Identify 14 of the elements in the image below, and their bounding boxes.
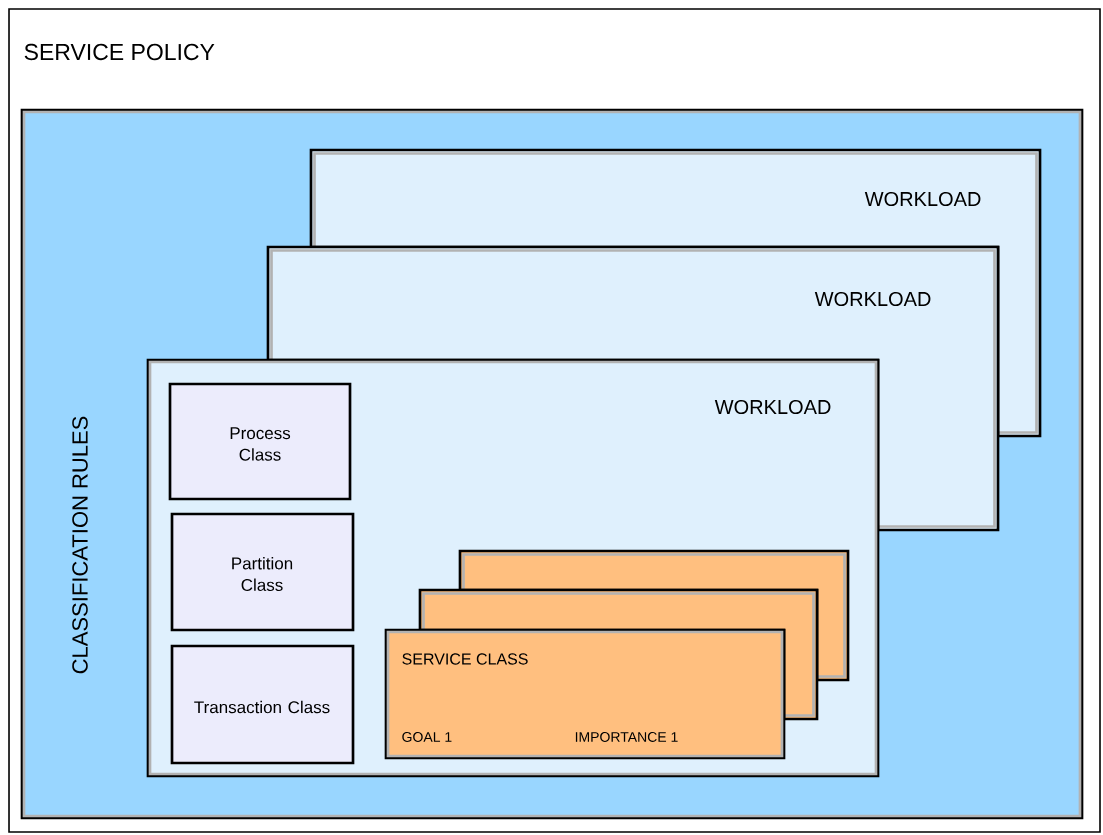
class-box xyxy=(170,644,355,765)
class-box xyxy=(170,512,355,632)
box-label: Partition Class xyxy=(232,557,293,591)
card-title: SERVICE CLASS xyxy=(402,653,528,665)
goal-label: GOAL 1 xyxy=(402,732,452,742)
box-label: Transaction Class xyxy=(194,700,330,714)
importance-label: IMPORTANCE 1 xyxy=(575,732,678,742)
card-title: WORKLOAD xyxy=(864,191,981,207)
card-title: WORKLOAD xyxy=(714,399,831,415)
vertical-label: CLASSIFICATION RULES xyxy=(72,416,88,674)
class-box xyxy=(168,382,352,501)
box-label: Process Class xyxy=(230,427,291,461)
card-title: WORKLOAD xyxy=(814,291,931,307)
heading: SERVICE POLICY xyxy=(24,43,215,61)
